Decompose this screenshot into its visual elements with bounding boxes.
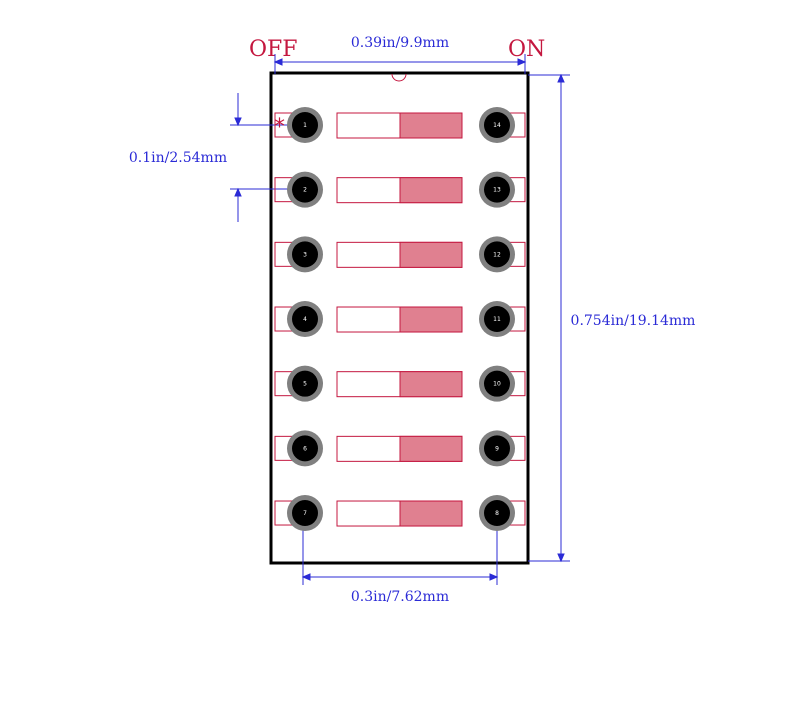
right-pad-hole	[484, 370, 510, 397]
left-pad-hole	[292, 176, 318, 203]
left-pad-hole	[292, 241, 318, 268]
pin-number-label: 3	[303, 251, 307, 258]
right-pad-hole	[484, 500, 510, 527]
off-label: OFF	[249, 37, 298, 62]
right-pad-hole	[484, 112, 510, 138]
switch-actuator	[399, 112, 463, 139]
pin-number-label: 4	[303, 316, 307, 323]
left-pad-hole	[292, 435, 318, 462]
width-dimension-label: 0.39in/9.9mm	[351, 35, 449, 51]
switch-row: 3 12	[274, 236, 526, 273]
height-dimension-label: 0.754in/19.14mm	[571, 313, 696, 329]
pin-number-label: 10	[493, 381, 501, 388]
pin-number-label: 11	[493, 316, 501, 323]
pin-number-label: 1	[303, 122, 307, 129]
switch-actuator	[399, 371, 463, 398]
left-pad-hole	[292, 370, 318, 397]
right-pad-hole	[484, 241, 510, 268]
pitch-dimension	[230, 93, 300, 222]
left-pad-hole	[292, 112, 318, 138]
pitch-dimension-label: 0.1in/2.54mm	[129, 150, 227, 166]
switch-actuator	[399, 177, 463, 204]
on-label: ON	[508, 37, 545, 62]
switch-row: 4 11	[274, 301, 526, 338]
pin-number-label: 2	[303, 187, 307, 194]
width-dimension	[273, 54, 527, 74]
pin-number-label: 8	[495, 510, 499, 517]
switch-actuator	[399, 306, 463, 333]
pin-number-label: 7	[303, 510, 307, 517]
left-pad-hole	[292, 306, 318, 333]
switch-actuator	[399, 241, 463, 268]
switch-row: 1 14	[274, 107, 526, 143]
switch-actuator	[399, 435, 463, 462]
pin1-marker: *	[274, 115, 285, 140]
component-body-outline	[269, 71, 530, 565]
pin-number-label: 12	[493, 251, 501, 258]
pin-number-label: 6	[303, 445, 307, 452]
pin-number-label: 5	[303, 381, 307, 388]
pin-number-label: 13	[493, 187, 501, 194]
right-pad-hole	[484, 176, 510, 203]
right-pad-hole	[484, 306, 510, 333]
switch-row: 2 13	[274, 171, 526, 208]
switch-actuator	[399, 500, 463, 527]
row-spacing-dimension-label: 0.3in/7.62mm	[351, 589, 449, 605]
right-pad-hole	[484, 435, 510, 462]
orientation-notch	[391, 73, 407, 82]
height-dimension	[528, 73, 570, 563]
pin-number-label: 9	[495, 445, 499, 452]
switch-row: 5 10	[274, 365, 526, 402]
left-pad-hole	[292, 500, 318, 527]
pin-number-label: 14	[493, 122, 501, 129]
